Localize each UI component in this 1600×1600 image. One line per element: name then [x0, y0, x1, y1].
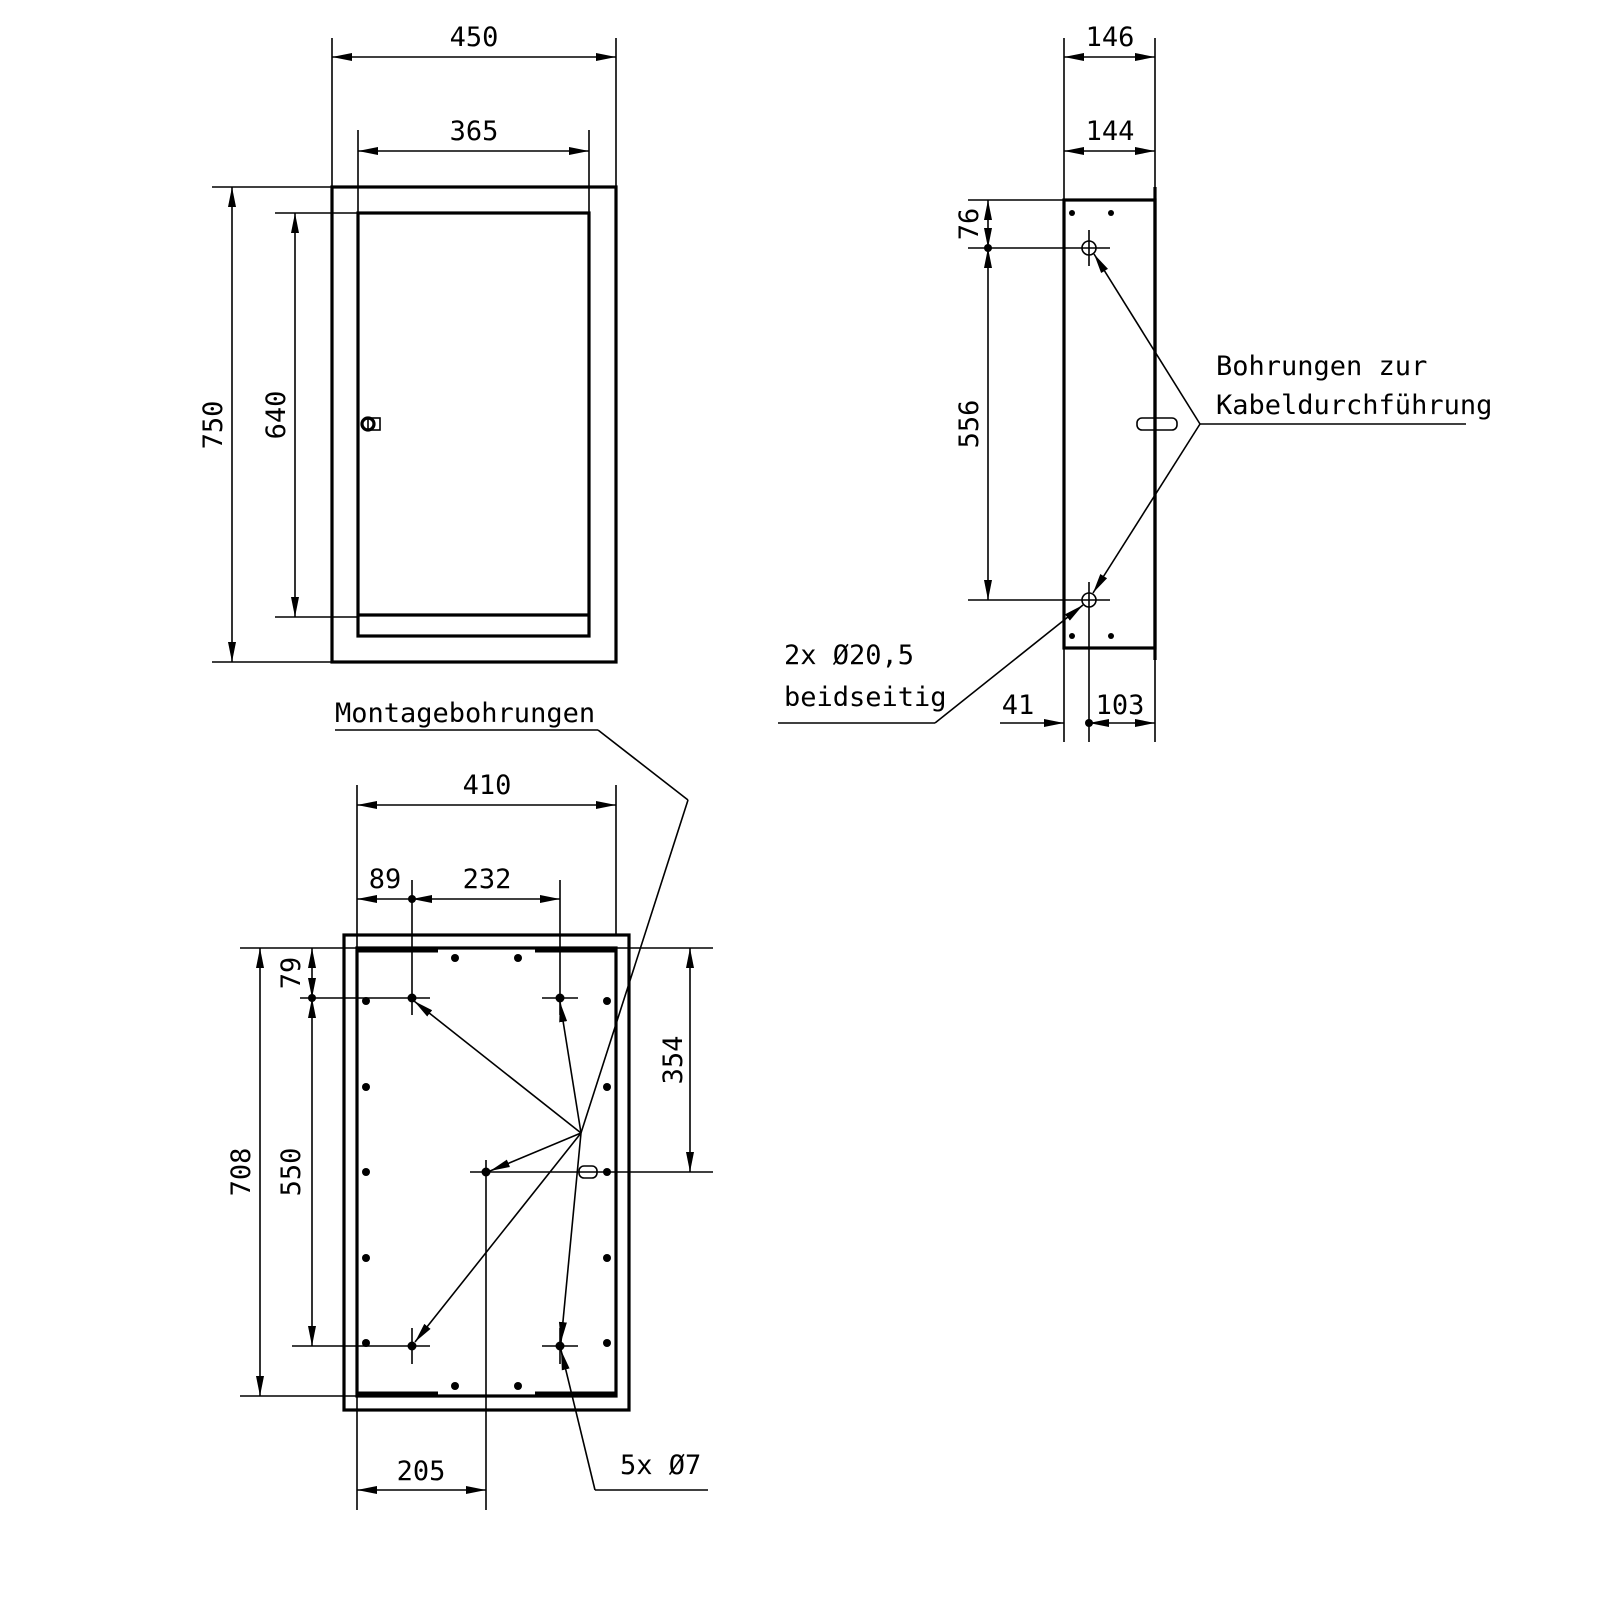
dim-offset-back: 103 [1096, 690, 1145, 721]
hole-spec-line2: beidseitig [784, 682, 947, 713]
dim-offset-top: 79 [276, 957, 307, 990]
note-cable-line1: Bohrungen zur [1216, 351, 1427, 382]
lock-icon [360, 416, 381, 432]
dim-center-hole-h: 205 [397, 1456, 446, 1487]
dim-width-outer: 450 [450, 22, 499, 53]
dim-hole-spacing: 556 [954, 400, 985, 449]
dim-depth-outer: 146 [1086, 22, 1135, 53]
dim-hole-top: 76 [954, 208, 985, 241]
dim-height-inner: 640 [261, 391, 292, 440]
hole-spec: 5x Ø7 [620, 1450, 701, 1481]
rear-view: 410 89 232 708 79 550 354 205 Montageboh… [226, 698, 713, 1510]
dim-hole-spacing-v: 550 [276, 1148, 307, 1197]
cabinet-door [356, 211, 591, 638]
dim-offset-left: 89 [369, 864, 402, 895]
perimeter-holes [362, 954, 611, 1390]
front-view: 450 365 750 640 [198, 22, 618, 664]
label-mounting-holes: Montagebohrungen [335, 698, 595, 729]
dim-hole-spacing-h: 232 [463, 864, 512, 895]
dim-height-outer: 750 [198, 401, 229, 450]
dim-width: 410 [463, 770, 512, 801]
cabinet-frame [330, 185, 618, 664]
hinge-icon [1136, 417, 1178, 431]
dim-width-inner: 365 [450, 116, 499, 147]
note-cable-line2: Kabeldurchführung [1216, 390, 1492, 421]
side-view: 146 144 76 556 Bohrungen zur Kabeldurchf… [778, 22, 1492, 742]
dim-center-hole-v: 354 [658, 1036, 689, 1085]
hole-spec-line1: 2x Ø20,5 [784, 640, 914, 671]
dim-height: 708 [226, 1148, 257, 1197]
dim-offset-front: 41 [1002, 690, 1035, 721]
cabinet-side [1062, 198, 1157, 650]
dim-depth-inner: 144 [1086, 116, 1135, 147]
